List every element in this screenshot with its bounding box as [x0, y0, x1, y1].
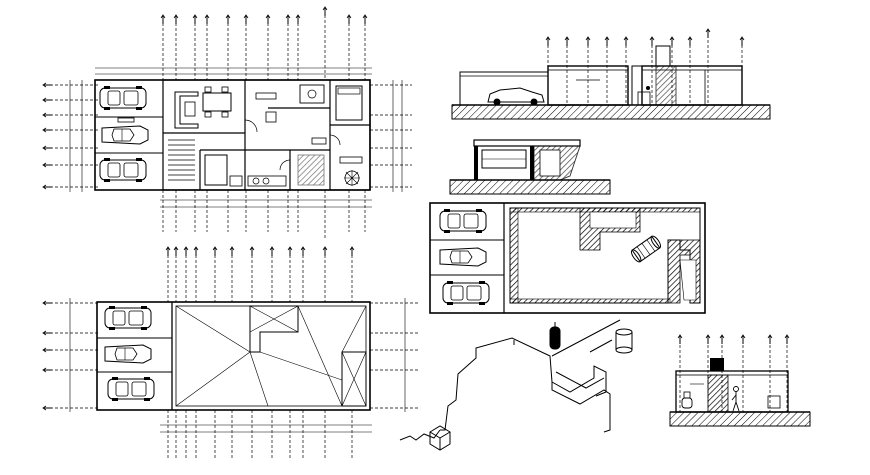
- plan-axis-lines-right: [370, 84, 412, 188]
- person-icon: [731, 386, 740, 412]
- plan-axis-markers-left: [42, 82, 53, 190]
- car-icon: [104, 305, 152, 331]
- car-icon: [104, 344, 152, 364]
- tank-icon: [615, 328, 633, 354]
- toilet-icon: [681, 391, 693, 409]
- car-icon: [99, 85, 147, 111]
- plan-axis-lines-top: [162, 10, 366, 80]
- water-tank-icon: [630, 235, 662, 263]
- front-elevation: [451, 28, 771, 120]
- car-icon: [439, 247, 487, 267]
- valve-box-icon: [429, 425, 451, 451]
- plan-axis-lines-bottom: [162, 190, 366, 240]
- car-side-icon: [487, 87, 545, 103]
- car-icon: [442, 280, 490, 306]
- structural-plan: [429, 202, 706, 314]
- car-icon: [439, 208, 487, 234]
- plumbing-isometric: [399, 319, 633, 451]
- plan-axis-markers-top: [160, 6, 368, 25]
- car-icon: [99, 157, 147, 183]
- section-a: [449, 139, 611, 195]
- car-icon: [107, 376, 155, 402]
- roof-plan: [42, 246, 420, 460]
- water-heater-icon: [549, 322, 561, 350]
- roof-axis-lines-top: [167, 250, 353, 302]
- side-section: [669, 334, 811, 427]
- car-icon: [101, 125, 149, 145]
- plan-axis-lines-left: [45, 84, 100, 188]
- ground-floor-plan: [42, 6, 412, 240]
